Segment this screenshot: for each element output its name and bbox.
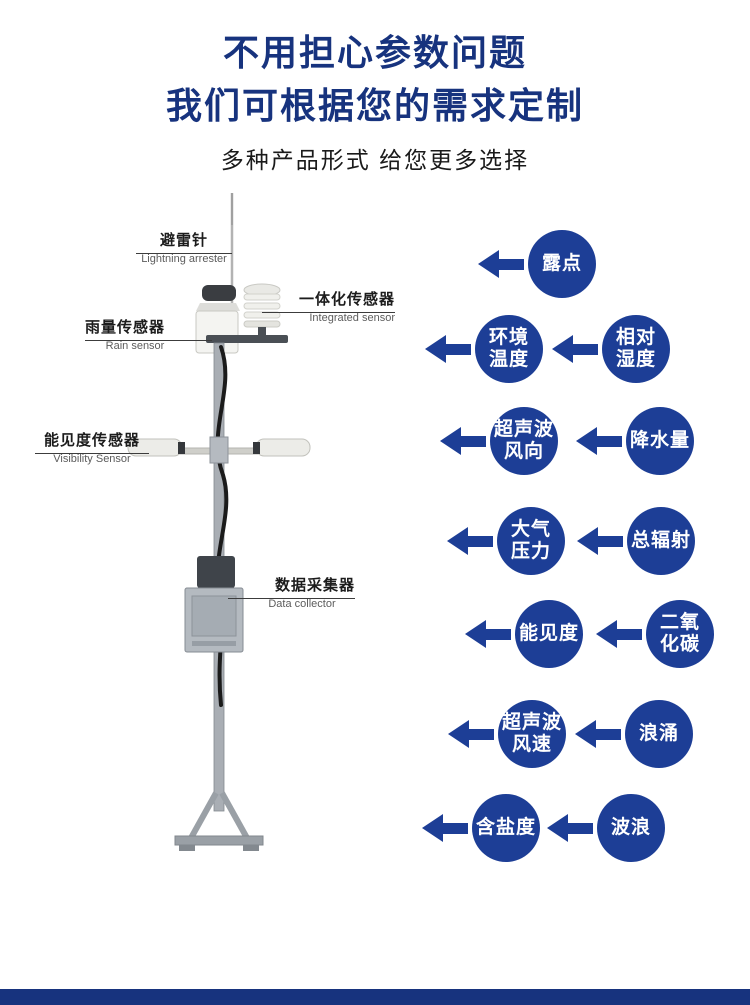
left-arrow-icon <box>575 720 621 748</box>
badge-ultrasonic-wind-direction: 超声波 风向 <box>440 407 558 475</box>
badge-circle: 超声波 风速 <box>498 700 566 768</box>
left-arrow-icon <box>465 620 511 648</box>
sensor-arm-icon <box>206 335 288 343</box>
page-title: 不用担心参数问题 我们可根据您的需求定制 <box>0 26 750 132</box>
rain-gauge-icon <box>195 285 240 354</box>
left-arrow-icon <box>552 335 598 363</box>
weather-station-illustration <box>127 193 311 851</box>
left-arrow-icon <box>422 814 468 842</box>
badge-circle: 波浪 <box>597 794 665 862</box>
left-arrow-icon <box>478 250 524 278</box>
left-arrow-icon <box>448 720 494 748</box>
base-tripod-icon <box>174 791 264 851</box>
callout-rain-sensor-cn: 雨量传感器 <box>85 319 166 336</box>
callout-integrated-sensor: 一体化传感器 <box>262 288 395 313</box>
badge-total-radiation: 总辐射 <box>577 507 695 575</box>
badge-surge: 浪涌 <box>575 700 693 768</box>
badge-circle: 含盐度 <box>472 794 540 862</box>
badge-circle: 环境 温度 <box>475 315 543 383</box>
badge-salinity: 含盐度 <box>422 794 540 862</box>
callout-visibility-sensor: 能见度传感器 <box>35 429 149 454</box>
badge-atmospheric-pressure: 大气 压力 <box>447 507 565 575</box>
badge-circle: 相对 湿度 <box>602 315 670 383</box>
left-arrow-icon <box>447 527 493 555</box>
badge-carbon-dioxide: 二氧 化碳 <box>596 600 714 668</box>
callout-lightning-arrester-cn: 避雷针 <box>159 232 208 249</box>
footer-bar <box>0 989 750 1005</box>
badge-circle: 总辐射 <box>627 507 695 575</box>
badge-circle: 浪涌 <box>625 700 693 768</box>
badge-dew-point: 露点 <box>478 230 596 298</box>
callout-rain-sensor: 雨量传感器 <box>85 316 212 341</box>
left-arrow-icon <box>440 427 486 455</box>
page-title-line-1: 不用担心参数问题 <box>222 32 527 73</box>
badge-circle: 露点 <box>528 230 596 298</box>
callout-data-collector-en: Data collector <box>268 598 336 610</box>
callout-visibility-sensor-en: Visibility Sensor <box>53 453 131 465</box>
data-collector-icon <box>184 587 244 653</box>
callout-data-collector: 数据采集器 <box>228 574 355 599</box>
left-arrow-icon <box>576 427 622 455</box>
left-arrow-icon <box>577 527 623 555</box>
callout-lightning-arrester-en: Lightning arrester <box>141 253 227 265</box>
callout-lightning-arrester: 避雷针 <box>136 229 232 254</box>
callout-rain-sensor-en: Rain sensor <box>105 340 165 352</box>
page-subtitle: 多种产品形式 给您更多选择 <box>220 147 530 173</box>
badge-precipitation: 降水量 <box>576 407 694 475</box>
callout-integrated-sensor-en: Integrated sensor <box>309 312 395 324</box>
left-arrow-icon <box>596 620 642 648</box>
badge-circle: 大气 压力 <box>497 507 565 575</box>
badge-relative-humidity: 相对 湿度 <box>552 315 670 383</box>
junction-box-icon <box>197 556 235 588</box>
left-arrow-icon <box>547 814 593 842</box>
badge-visibility: 能见度 <box>465 600 583 668</box>
badge-wave: 波浪 <box>547 794 665 862</box>
badge-circle: 能见度 <box>515 600 583 668</box>
badge-ultrasonic-wind-speed: 超声波 风速 <box>448 700 566 768</box>
visibility-sensor-icon <box>127 436 311 464</box>
badge-circle: 超声波 风向 <box>490 407 558 475</box>
callout-data-collector-cn: 数据采集器 <box>274 577 355 594</box>
callout-integrated-sensor-cn: 一体化传感器 <box>298 291 395 308</box>
badge-circle: 降水量 <box>626 407 694 475</box>
badge-circle: 二氧 化碳 <box>646 600 714 668</box>
callout-visibility-sensor-cn: 能见度传感器 <box>43 432 140 449</box>
left-arrow-icon <box>425 335 471 363</box>
badge-ambient-temperature: 环境 温度 <box>425 315 543 383</box>
page-title-line-2: 我们可根据您的需求定制 <box>165 85 584 126</box>
